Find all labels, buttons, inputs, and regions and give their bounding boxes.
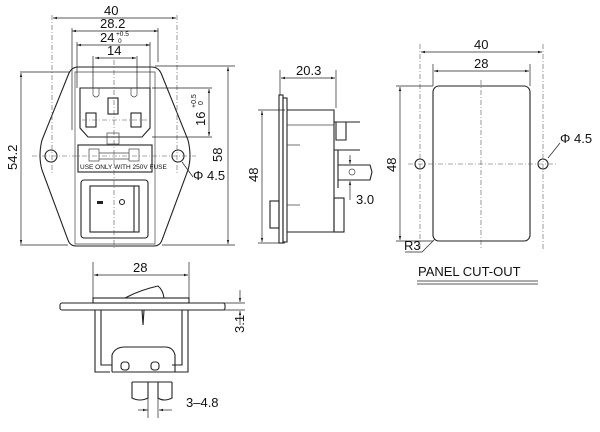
flange-outline xyxy=(39,66,191,247)
fuse-drawer xyxy=(77,144,153,173)
pin-earth xyxy=(107,97,119,115)
dim-14: 14 xyxy=(107,43,121,58)
cutout-rectangle xyxy=(432,85,531,242)
dim-58: 58 xyxy=(210,148,225,162)
dim-24: 24 xyxy=(100,30,114,45)
dim-3-0: 3.0 xyxy=(356,192,374,207)
rocker-switch xyxy=(80,179,149,239)
bottom-view: 28 3.1 3–4.8 xyxy=(59,260,247,418)
switch-off-mark xyxy=(118,198,126,206)
dim-16-tol-upper: +0.5 xyxy=(191,94,198,108)
panel-cutout-view: 40 28 48 Φ 4.5 R3 PANEL CUT-OUT xyxy=(384,37,592,285)
switch-on-mark xyxy=(97,201,103,204)
dim-48-side: 48 xyxy=(246,168,261,182)
dim-54-2: 54.2 xyxy=(5,145,20,170)
cutout-dim-28: 28 xyxy=(474,56,488,71)
side-view: 20.3 48 3.0 xyxy=(246,63,374,244)
cutout-dim-hole: Φ 4.5 xyxy=(560,131,592,146)
dim-16: 16 xyxy=(193,112,208,126)
cutout-dim-40: 40 xyxy=(474,37,488,52)
front-view: USE ONLY WITH 250V FUSE 40 28.2 24 +0.5 … xyxy=(5,3,235,250)
dim-20-3: 20.3 xyxy=(296,63,321,78)
bottom-dim-3-1: 3.1 xyxy=(232,315,247,333)
panel-cutout-title: PANEL CUT-OUT xyxy=(418,264,521,279)
bottom-dim-28: 28 xyxy=(133,260,147,275)
dim-hole-diameter: Φ 4.5 xyxy=(193,168,225,183)
cutout-dim-radius: R3 xyxy=(404,238,421,253)
dim-28-2: 28.2 xyxy=(100,16,125,31)
bottom-dim-3-4-8: 3–4.8 xyxy=(186,395,219,410)
pin-right xyxy=(130,112,142,128)
dim-24-tol-upper: +0.5 xyxy=(116,31,129,38)
dim-40: 40 xyxy=(104,3,118,18)
cutout-dim-48: 48 xyxy=(384,158,399,172)
dim-24-tol-lower: 0 xyxy=(118,38,122,45)
dim-16-tol-lower: 0 xyxy=(198,101,205,105)
fuse-label: USE ONLY WITH 250V FUSE xyxy=(80,164,167,171)
